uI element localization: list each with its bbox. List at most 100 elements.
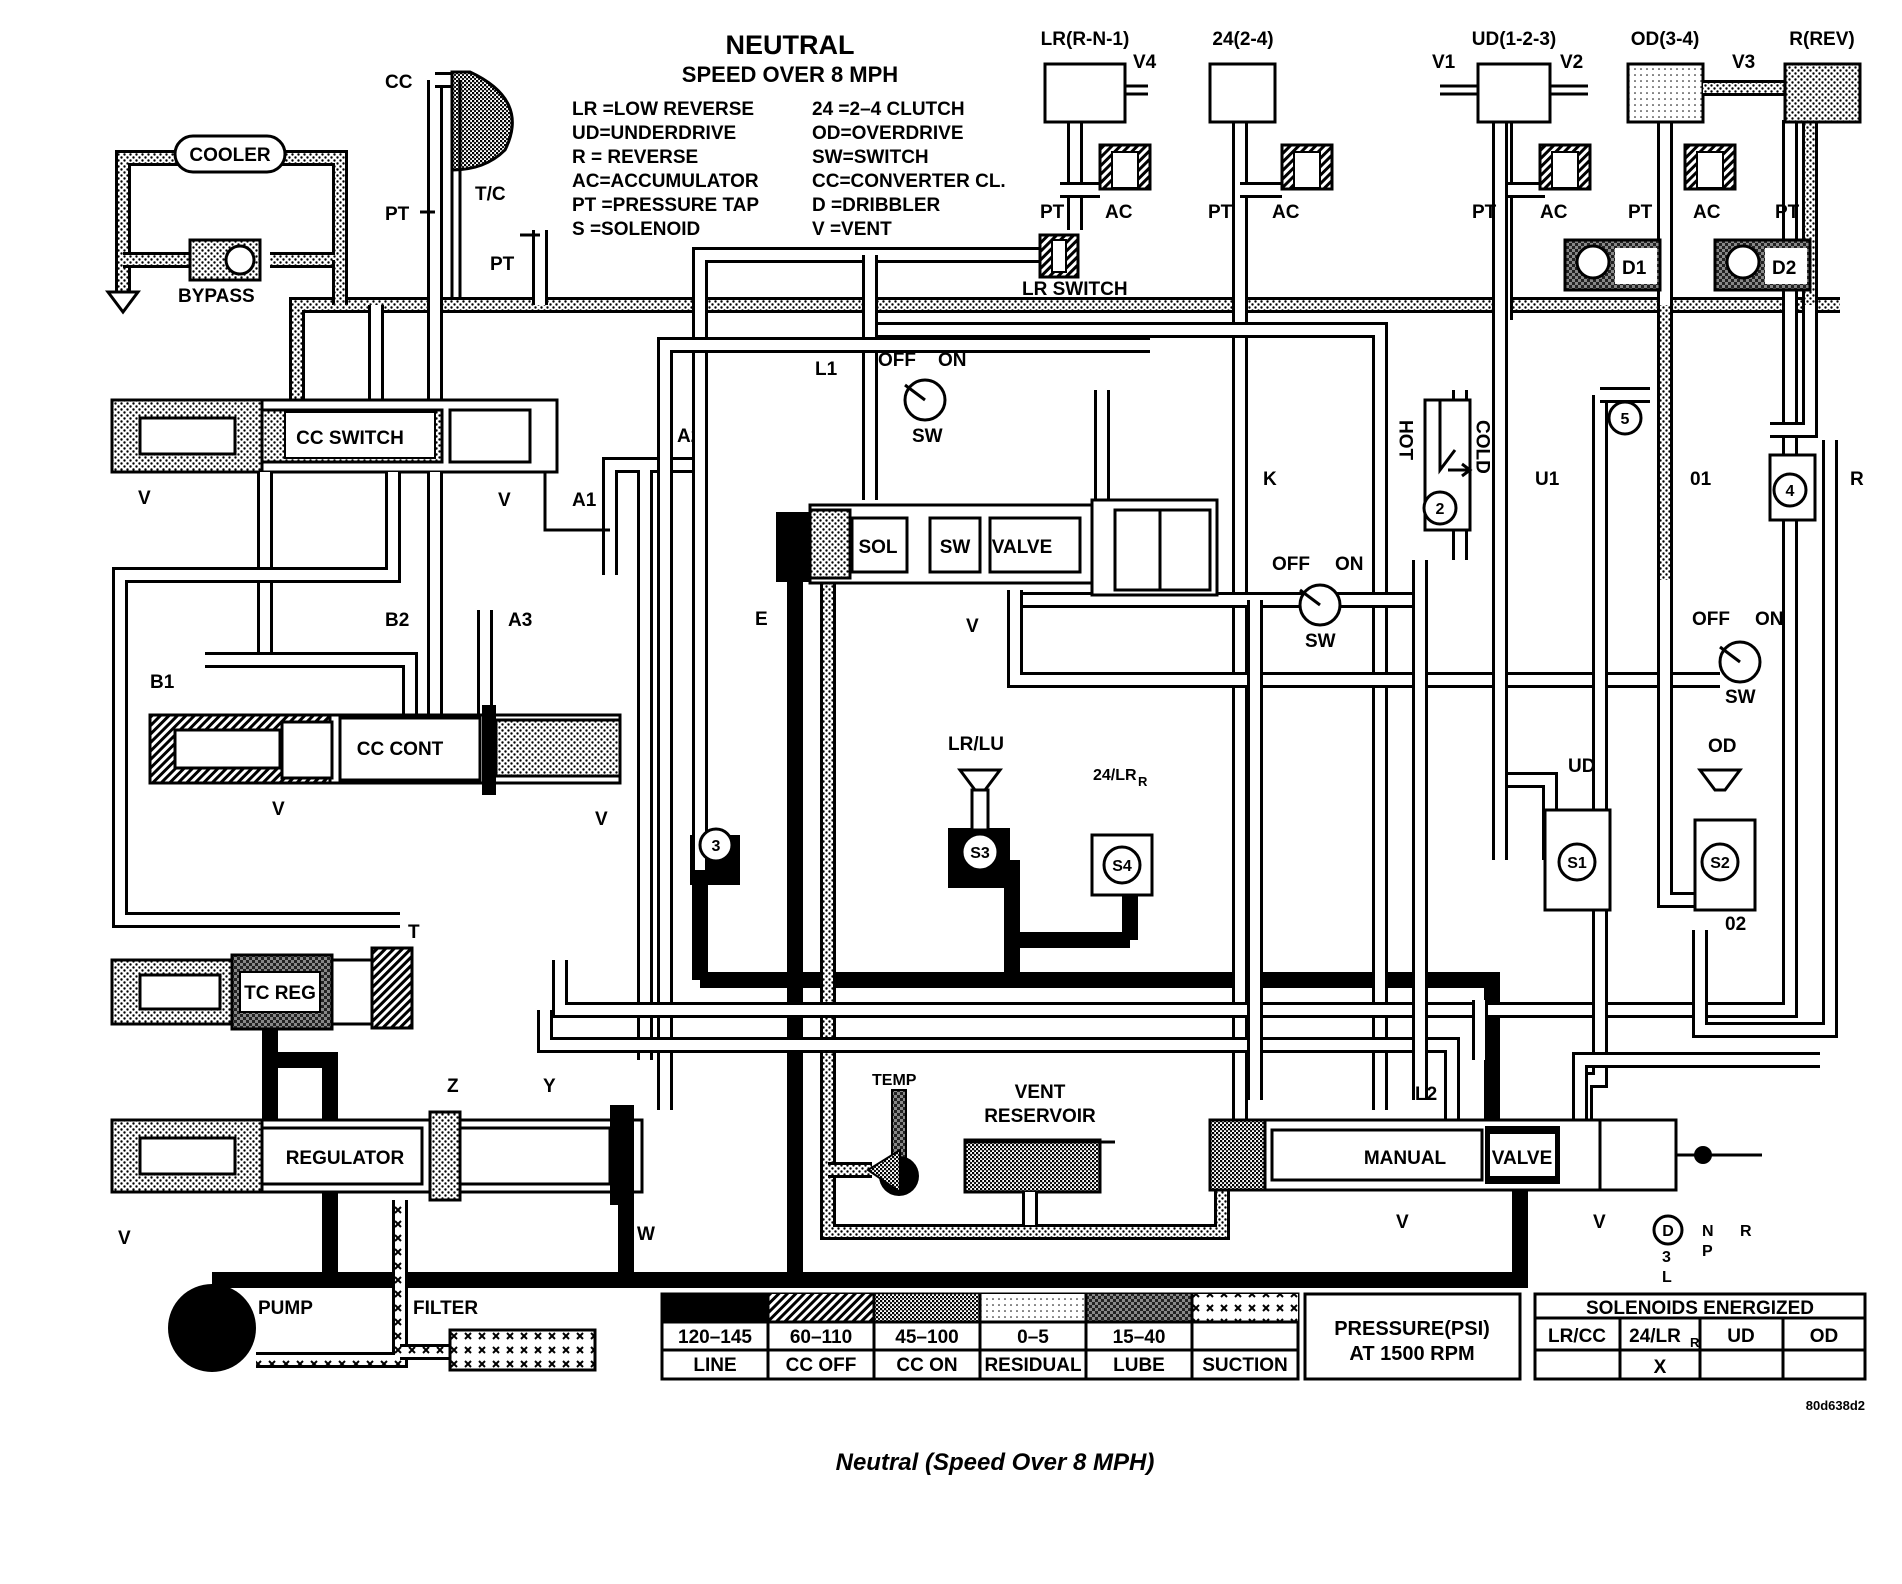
solenoid-s2: S2 OD [1693, 736, 1757, 912]
title-block: NEUTRAL SPEED OVER 8 MPH [682, 30, 898, 87]
legend-label-cc-off: CC OFF [786, 1355, 857, 1376]
diagram-title: NEUTRAL [726, 30, 855, 60]
sw-valve-label: SW [940, 537, 971, 558]
ud-sol-label: UD [1568, 756, 1595, 777]
ac-ud-label: AC [1540, 202, 1568, 223]
regulator-valve: REGULATOR V Z Y W [110, 1076, 655, 1249]
pt-tc-label-1: PT [385, 204, 410, 225]
solenoids-table-title: SOLENOIDS ENERGIZED [1586, 1298, 1814, 1319]
legend-label-cc-on: CC ON [896, 1355, 957, 1376]
sol-label: SOL [858, 537, 897, 558]
gear-l: L [1662, 1269, 1672, 1286]
temp-sensor-fan [866, 1148, 901, 1194]
vent-regulator: V [118, 1228, 131, 1249]
cc-switch-valve: CC SWITCH V V A1 [110, 398, 597, 511]
solenoids-energized-table: SOLENOIDS ENERGIZED LR/CC 24/LR R UD OD … [1533, 1292, 1867, 1381]
sw-o1-off: OFF [1692, 609, 1730, 630]
regulator-label: REGULATOR [286, 1148, 405, 1169]
cooler-box [173, 134, 287, 174]
e-label: E [755, 609, 768, 630]
vent-cc-cont-1: V [272, 799, 285, 820]
clutch-boxes: LR(R-N-1) V4 24(2-4) UD(1-2-3) V1 V2 OD(… [1041, 29, 1862, 124]
pt-ud: PT [1472, 202, 1497, 223]
vent-reservoir-box [963, 1138, 1102, 1194]
cooler-label: COOLER [189, 145, 271, 166]
abbr-od: OD=OVERDRIVE [812, 123, 964, 144]
od-sol-label: OD [1708, 736, 1737, 757]
lr-switch: LR SWITCH [1022, 233, 1128, 300]
sw-o1-on: ON [1755, 609, 1784, 630]
pressure-switches: OFF ON K SW OFF ON SW OFF ON SW [878, 350, 1784, 708]
lr-clutch-box [1043, 62, 1127, 124]
z-label: Z [447, 1076, 459, 1097]
abbr-pt: PT =PRESSURE TAP [572, 195, 759, 216]
vent-cc-switch-1: V [138, 488, 151, 509]
vent-manual-2: V [1593, 1212, 1606, 1233]
pump-icon [168, 1284, 256, 1372]
t-label: T [408, 922, 420, 943]
abbreviation-legend: LR =LOW REVERSE UD=UNDERDRIVE R = REVERS… [572, 99, 1006, 240]
l2-label: L2 [1415, 1084, 1437, 1105]
tc-label: T/C [475, 184, 506, 205]
accumulators: PT AC PT AC PT AC PT AC PT [1040, 143, 1800, 223]
residual-circuit: TEMP VENT RESERVOIR [820, 520, 1230, 1240]
sw-l1-off: OFF [878, 350, 916, 371]
sol-head-24lr-sub: R [1690, 1335, 1700, 1350]
solenoid-s1: S1 UD [1543, 756, 1612, 912]
c24-clutch-label: 24(2-4) [1212, 29, 1273, 50]
legend-label-residual: RESIDUAL [984, 1355, 1082, 1376]
abbr-r: R = REVERSE [572, 147, 698, 168]
a1-label: A1 [572, 490, 597, 511]
numbered-nodes: 5 4 3 U1 01 R 02 [698, 400, 1864, 935]
sw-o1-sw: SW [1725, 687, 1756, 708]
lr-switch-label: LR SWITCH [1022, 279, 1128, 300]
pressure-switch-o1: OFF ON SW [1692, 609, 1784, 708]
vent-reservoir-label-2: RESERVOIR [984, 1106, 1096, 1127]
o2-label: 02 [1725, 914, 1746, 935]
solenoid-s3: S3 LR/LU [948, 734, 1004, 872]
vent-sol-valve: V [966, 616, 979, 637]
vent-manual-1: V [1396, 1212, 1409, 1233]
vent-cc-switch-2: V [498, 490, 511, 511]
ac-24-label: AC [1272, 202, 1300, 223]
abbr-v: V =VENT [812, 219, 892, 240]
sol-head-ud: UD [1727, 1326, 1754, 1347]
legend-label-line: LINE [693, 1355, 736, 1376]
s2-label: S2 [1710, 855, 1730, 872]
abbr-24: 24 =2–4 CLUTCH [812, 99, 965, 120]
bypass-ball-icon [224, 244, 256, 276]
pressure-switch-l1: OFF ON K SW [878, 350, 967, 447]
v3-label: V3 [1732, 52, 1755, 73]
s1-label: S1 [1567, 855, 1587, 872]
c24-clutch-box [1208, 62, 1277, 124]
rev-clutch-box [1783, 62, 1862, 124]
filter-label: FILTER [413, 1298, 478, 1319]
sw-k-on: ON [1335, 554, 1364, 575]
pt-tc-label-2: PT [490, 254, 515, 275]
abbr-s: S =SOLENOID [572, 219, 700, 240]
ud-clutch-box [1476, 62, 1552, 124]
sol-sw-valve: SOL SW VALVE V L1 E K [755, 359, 1277, 637]
sw-k-off: OFF [1272, 554, 1310, 575]
valve-label: VALVE [992, 537, 1053, 558]
filter-box [448, 1328, 597, 1372]
abbr-ud: UD=UNDERDRIVE [572, 123, 736, 144]
figure-code: 80d638d2 [1806, 1398, 1865, 1413]
torque-converter-dome [450, 70, 514, 172]
sol-head-24lr: 24/LR [1629, 1326, 1681, 1347]
abbr-sw: SW=SWITCH [812, 147, 929, 168]
legend-title-2: AT 1500 RPM [1349, 1343, 1474, 1365]
pressure-legend: 120–145 60–110 45–100 0–5 15–40 LINE CC … [660, 1292, 1522, 1381]
s24-lr-sub: R [1138, 774, 1148, 789]
s4-label: S4 [1112, 858, 1132, 875]
abbr-ac: AC=ACCUMULATOR [572, 171, 759, 192]
legend-range-cc-on: 45–100 [895, 1327, 958, 1348]
solenoids: S3 LR/LU S4 24/LR R S1 UD S2 OD [948, 734, 1757, 912]
u1-label: U1 [1535, 469, 1560, 490]
gear-p: P [1702, 1243, 1713, 1260]
legend-range-line: 120–145 [678, 1327, 752, 1348]
pt-24: PT [1208, 202, 1233, 223]
cc-control-links: B2 A3 B1 A2 [112, 426, 701, 928]
cc-switch-label: CC SWITCH [296, 428, 404, 449]
k-label: K [1263, 469, 1277, 490]
